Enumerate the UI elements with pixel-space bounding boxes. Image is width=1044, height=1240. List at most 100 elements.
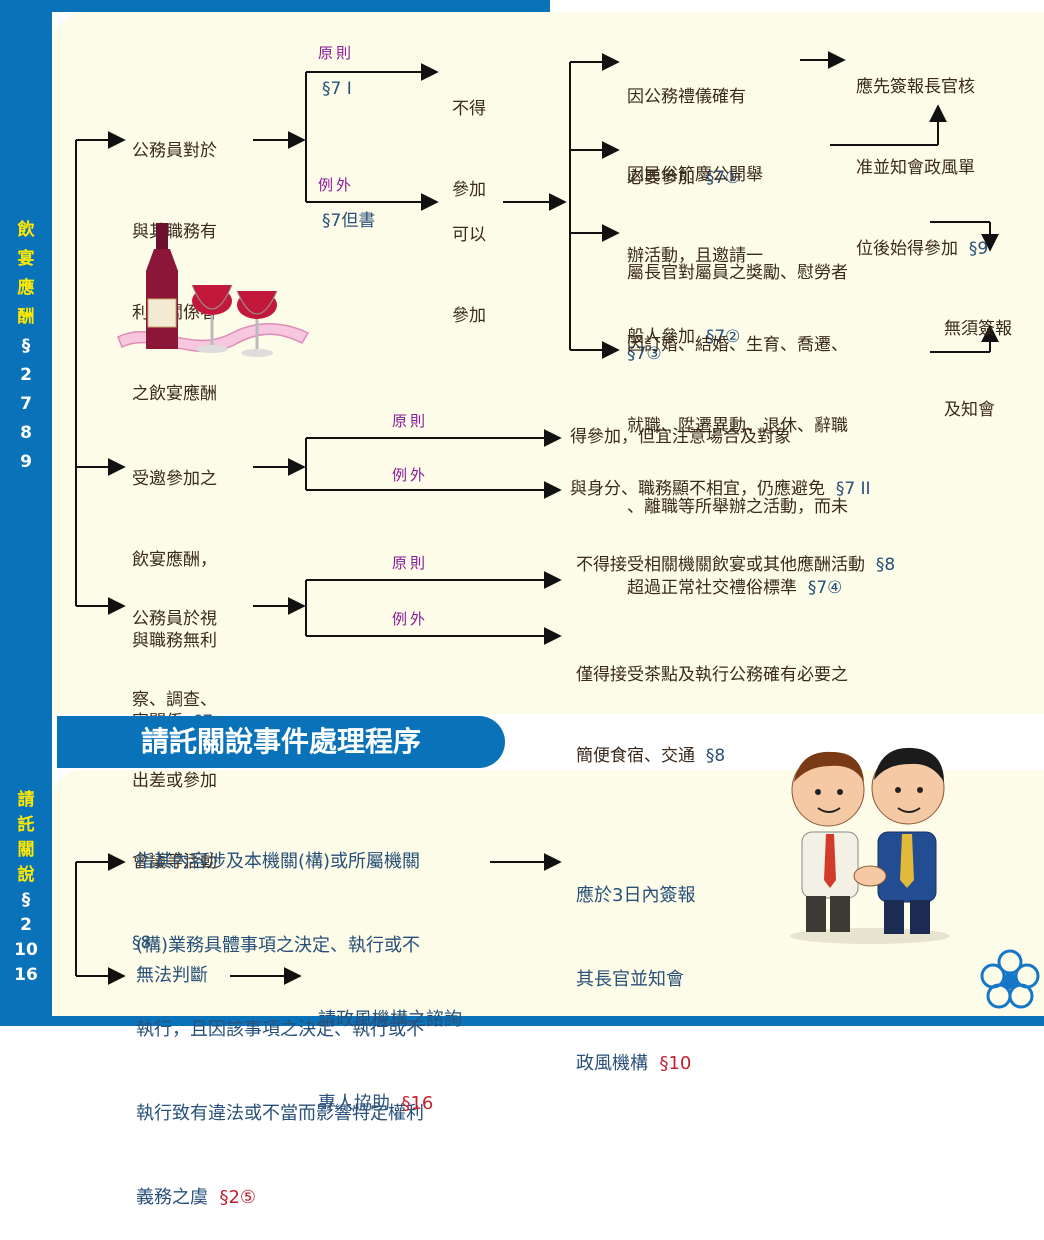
result-ref: §16 [401, 1093, 434, 1114]
vlabel-char: 9 [20, 452, 32, 472]
result-line: 應於3日內簽報 [576, 885, 696, 906]
case-line: 、離職等所舉辦之活動，而未 [627, 497, 848, 517]
result-line: 專人協助 §16 [318, 1090, 462, 1118]
vlabel-char: § [21, 336, 31, 356]
case-text: 般人參加 [627, 327, 706, 347]
case-line: 因民俗節慶公開舉 [627, 165, 763, 185]
result-line: 位後始得參加 §9 [856, 236, 988, 263]
result-ref: §10 [659, 1053, 692, 1074]
vlabel-char: 請 [17, 790, 35, 810]
vertical-label-lobbying: 請 託 關 說 § 2 10 16 [0, 792, 52, 984]
result-line: 請政風機構之諮詢 [318, 1009, 462, 1030]
vlabel-char: 應 [17, 278, 35, 298]
wine-illustration [117, 223, 310, 357]
frame-left-rail [0, 0, 52, 1026]
q1-line: 公務員對於 [132, 141, 217, 161]
result-line: 准並知會政風單 [856, 158, 975, 178]
vlabel-char: 說 [17, 865, 35, 885]
q1-case-3: 屬長官對屬員之獎勵、慰勞者 §7③ [627, 206, 848, 395]
q3-exception-line: 僅得接受茶點及執行公務確有必要之 [576, 665, 848, 685]
flower-logo [980, 949, 1040, 1009]
case-text: 超過正常社交禮俗標準 [627, 578, 808, 598]
result-line: 參加 [452, 180, 486, 200]
q2-exception-body: 與身分、職務顯不相宜，仍應避免 [570, 479, 836, 499]
definition-text: 義務之虞 [136, 1187, 220, 1208]
q2-line: 與職務無利 [132, 631, 217, 651]
result-line: 政風機構 §10 [576, 1050, 695, 1078]
panel-ceremony [52, 12, 1044, 714]
case-line: 因公務禮儀確有 [627, 87, 746, 107]
result-text: 專人協助 [318, 1093, 402, 1114]
q1-report-result: 應先簽報長官核 准並知會政風單 位後始得參加 §9 [856, 20, 988, 290]
case-line: 屬長官對屬員之獎勵、慰勞者 [627, 263, 848, 283]
q3-question: 公務員於視 察、調查、 出差或參加 會議等活動 §8 [132, 552, 217, 984]
definition-ref: §2⑤ [219, 1187, 257, 1208]
q3-principle-label: 原則 [392, 554, 429, 572]
case-ref: §7④ [807, 578, 843, 598]
case-line: 因訂婚、結婚、生育、喬遷、 [627, 335, 848, 355]
q3-line: 察、調查、 [132, 690, 217, 710]
lobbying-report-result: 應於3日內簽報 其長官並知會 政風機構 §10 [576, 826, 695, 1106]
handshake-illustration [790, 747, 950, 944]
case-text: 必要參加 [627, 168, 706, 188]
result-line: 應先簽報長官核 [856, 77, 975, 97]
q3-principle-body: 不得接受相關機關飲宴或其他應酬活動 [576, 555, 876, 575]
q1-principle-label: 原則 [318, 44, 355, 62]
result-line: 不得 [452, 99, 486, 119]
result-line: 可以 [452, 225, 486, 245]
q2-line: 受邀參加之 [132, 469, 217, 489]
case-line: 就職、陞遷異動、退休、辭職 [627, 416, 848, 436]
q3-exception-text: 僅得接受茶點及執行公務確有必要之 簡便食宿、交通 §8 [576, 608, 848, 797]
definition-line: (構)業務具體事項之決定、執行或不 [136, 935, 421, 956]
case-ref: §7② [705, 327, 741, 347]
q3-line: 出差或參加 [132, 771, 217, 791]
q1-principle-result: 不得 參加 [452, 42, 486, 231]
q3-exception-line: 簡便食宿、交通 §8 [576, 743, 848, 770]
q3-exception-body: 簡便食宿、交通 [576, 746, 706, 766]
q1-exception-label: 例外 [318, 176, 355, 194]
case-ref: §7① [705, 168, 741, 188]
result-line: 參加 [452, 306, 486, 326]
result-line: 及知會 [944, 400, 995, 420]
result-ref: §9 [968, 239, 989, 259]
q3-principle-ref: §8 [875, 555, 896, 575]
consult-result: 請政風機構之諮詢 專人協助 §16 [318, 950, 462, 1146]
connector-lines [75, 51, 999, 985]
q1-exception-ref: §7但書 [322, 211, 376, 231]
q2-exception-text: 與身分、職務顯不相宜，仍應避免 §7 II [570, 476, 871, 503]
vlabel-char: 託 [17, 815, 35, 835]
frame-bottom-bar [0, 1016, 1044, 1026]
result-line: 其長官並知會 [576, 969, 684, 990]
vlabel-char: 10 [14, 940, 38, 960]
vlabel-char: 2 [20, 915, 32, 935]
frame-top-bar [0, 0, 550, 12]
result-text: 政風機構 [576, 1053, 660, 1074]
vlabel-char: 酬 [17, 307, 35, 327]
definition-line: 指其內容涉及本機關(構)或所屬機關 [136, 851, 421, 872]
q1-principle-ref: §7 I [322, 79, 352, 99]
vlabel-char: 關 [17, 840, 35, 860]
q1-no-report-result: 無須簽報 及知會 [944, 262, 1012, 451]
q1-line: 與其職務有 [132, 222, 217, 242]
vlabel-char: 16 [14, 965, 38, 985]
vlabel-char: 2 [20, 365, 32, 385]
result-text: 位後始得參加 [856, 239, 969, 259]
q1-case-1: 因公務禮儀確有 必要參加 §7① [627, 30, 746, 219]
vlabel-char: § [21, 890, 31, 910]
q1-exception-result: 可以 參加 [452, 168, 486, 357]
definition-line: 義務之虞 §2⑤ [136, 1184, 424, 1212]
q1-case-2: 因民俗節慶公開舉 辦活動，且邀請一 般人參加 §7② [627, 108, 763, 378]
section-banner-title: 請託關說事件處理程序 [57, 716, 505, 768]
result-line: 無須簽報 [944, 319, 1012, 339]
vertical-label-ceremony: 飲 宴 應 酬 § 2 7 8 9 [0, 222, 52, 471]
q2-exception-label: 例外 [392, 466, 429, 484]
q3-exception-ref: §8 [705, 746, 726, 766]
q2-line: 飲宴應酬， [132, 550, 217, 570]
vlabel-char: 宴 [17, 249, 35, 269]
q2-exception-ref: §7 II [835, 479, 871, 499]
q3-line: 會議等活動 [132, 852, 217, 872]
vlabel-char: 7 [20, 394, 32, 414]
case-line: 超過正常社交禮俗標準 §7④ [627, 575, 848, 602]
case-line: 必要參加 §7① [627, 165, 746, 192]
vlabel-char: 8 [20, 423, 32, 443]
